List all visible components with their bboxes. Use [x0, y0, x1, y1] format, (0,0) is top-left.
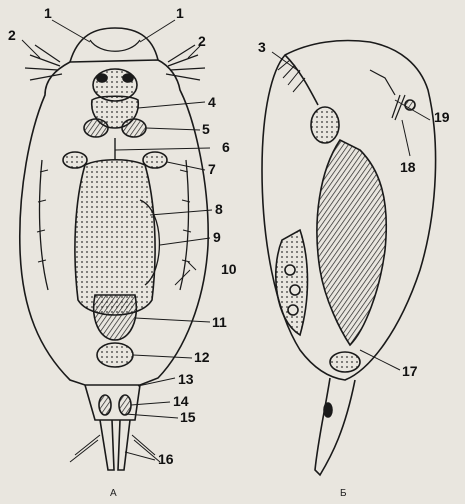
pedal-gland-b	[324, 403, 332, 417]
panel-b-drawing	[262, 41, 436, 475]
protonephridia-left	[40, 160, 48, 290]
jaw-left	[84, 119, 108, 137]
gland-left	[63, 152, 87, 168]
gut-b	[317, 140, 386, 345]
label-1-left: 1	[44, 6, 52, 20]
ovary-b	[276, 230, 308, 335]
label-5: 5	[202, 122, 210, 136]
pedal-gland-left	[99, 395, 111, 415]
egg-3	[288, 305, 298, 315]
label-7: 7	[208, 162, 216, 176]
pedal-gland-right	[119, 395, 131, 415]
label-16: 16	[158, 452, 174, 466]
corona-cilia-left	[25, 45, 62, 80]
label-4: 4	[208, 95, 216, 109]
label-10: 10	[221, 262, 237, 276]
label-3: 3	[258, 40, 266, 54]
label-6: 6	[222, 140, 230, 154]
eyespot-right	[123, 74, 133, 82]
intestine-a	[94, 295, 137, 340]
gland-right	[143, 152, 167, 168]
panel-a-letter: А	[110, 488, 117, 499]
label-2-left: 2	[8, 28, 16, 42]
label-15: 15	[180, 410, 196, 424]
egg-2	[290, 285, 300, 295]
bladder-a	[97, 343, 133, 367]
jaw-right	[122, 119, 146, 137]
eyespot-left	[97, 74, 107, 82]
dorsal-antenna-b	[392, 95, 405, 120]
label-18: 18	[400, 160, 416, 174]
egg-1	[285, 265, 295, 275]
label-11: 11	[212, 315, 227, 329]
protonephridia-right	[180, 160, 188, 290]
label-17: 17	[402, 364, 418, 378]
bladder-b	[330, 352, 360, 372]
label-2-right: 2	[198, 34, 206, 48]
label-14: 14	[173, 394, 189, 408]
label-19: 19	[434, 110, 450, 124]
stomach-a	[75, 160, 155, 315]
toes-a	[100, 420, 130, 470]
corona-cilia-right	[166, 45, 205, 80]
corona-b	[285, 55, 318, 105]
label-9: 9	[213, 230, 221, 244]
label-8: 8	[215, 202, 223, 216]
panel-b-letter: Б	[340, 488, 347, 499]
label-12: 12	[194, 350, 210, 364]
foot-b	[315, 378, 355, 475]
mastax-b	[311, 107, 339, 143]
label-1-right: 1	[176, 6, 184, 20]
head-corona-a	[70, 28, 158, 62]
label-13: 13	[178, 372, 194, 386]
